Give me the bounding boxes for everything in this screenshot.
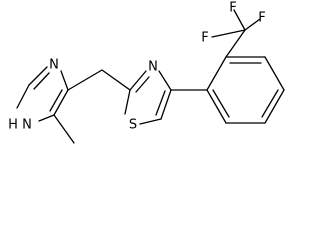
bond-lines — [16, 9, 285, 144]
atom-labels: N N H N S F F F — [8, 1, 266, 133]
bond-n3-c4 — [60, 70, 69, 91]
bond-ph-cf3 — [225, 29, 246, 58]
bond-c4-c5-thiazole-inner — [155, 90, 166, 116]
atom-f-left: F — [201, 31, 208, 46]
bond-c2-n3-inner — [33, 72, 50, 90]
bond-c2-n3-thiazole — [129, 70, 147, 91]
molecule-diagram: N N H N S F F F — [0, 0, 322, 157]
atom-nh-label: N — [22, 118, 32, 133]
atom-n-imidazole: N — [49, 58, 59, 73]
bond-ph-6-1 — [206, 89, 227, 124]
bond-ph-4-5-inner — [261, 89, 279, 118]
bond-c2-s-thiazole — [124, 89, 131, 115]
bond-ph-4-5 — [264, 89, 285, 124]
bond-c2-n3 — [28, 66, 48, 86]
bond-cf3-f-up — [233, 9, 246, 31]
bond-c2-n3-thiazole-inner — [135, 76, 150, 93]
bond-ch2-thiazole — [101, 69, 131, 91]
atom-s-thiazole: S — [129, 118, 137, 133]
bond-c4-c5 — [53, 89, 69, 116]
atom-nh-hydrogen: H — [8, 118, 18, 133]
bond-ph-6-1-inner — [212, 89, 230, 118]
bond-c5-n1 — [38, 114, 55, 122]
bond-n1-c2 — [16, 84, 30, 109]
bond-cf3-f-top — [244, 18, 261, 31]
bond-c4-c5-inner — [49, 89, 63, 112]
bond-n3-c4-thiazole — [158, 70, 172, 91]
atom-n-thiazole: N — [148, 60, 158, 75]
bond-imidazole-ch2 — [67, 69, 103, 91]
atom-f-lower: F — [258, 11, 265, 26]
bond-c5-s-thiazole — [139, 118, 162, 125]
canvas-background — [0, 0, 322, 157]
bond-cf3-f-left — [211, 29, 246, 38]
bond-ph-1-2 — [206, 56, 227, 91]
bond-c4-c5-thiazole — [160, 89, 172, 120]
bond-ph-3-4 — [264, 56, 285, 91]
atom-f-top: F — [229, 1, 236, 16]
bond-methyl — [53, 114, 75, 144]
